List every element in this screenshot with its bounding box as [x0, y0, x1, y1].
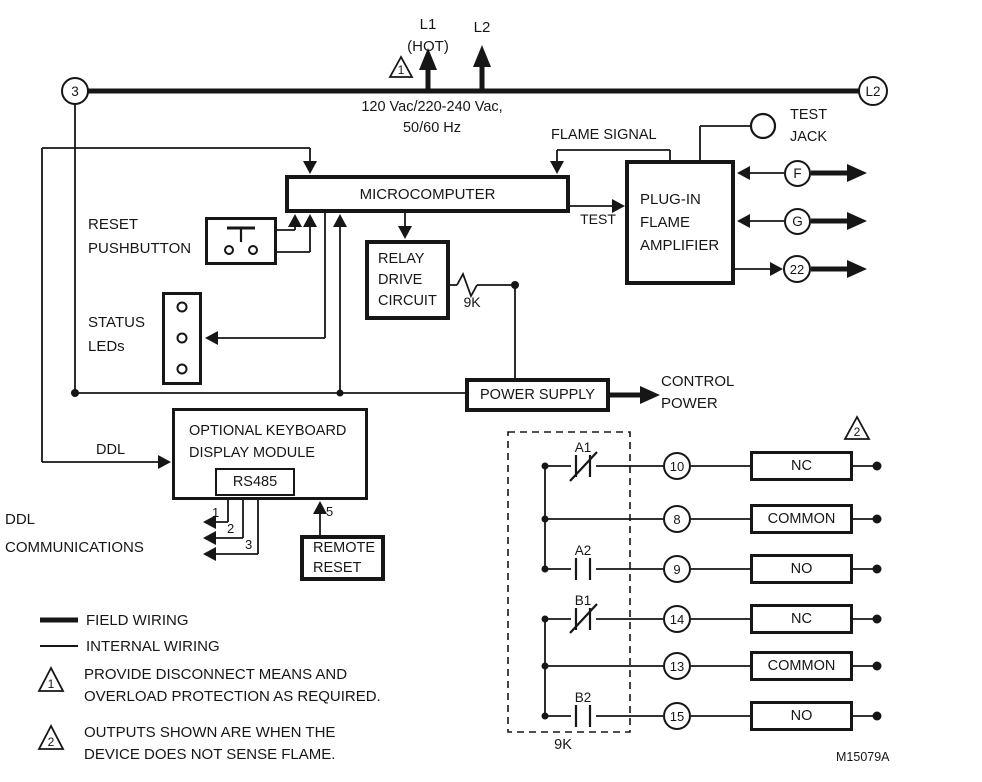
relay-drive-label-line1: RELAY [378, 250, 425, 267]
terminal-14: 14 [663, 605, 691, 633]
note2-triangle-number: 2 [854, 425, 861, 439]
voltage-label-line2: 50/60 Hz [402, 120, 462, 136]
module-pin-wires [216, 496, 321, 555]
terminal-end-dots [872, 461, 882, 721]
rs485-box: RS485 [215, 468, 295, 496]
test-label: TEST [580, 211, 616, 227]
reset-pushbutton-label-line2: PUSHBUTTON [88, 240, 192, 257]
output-box-no-2: NO [750, 701, 853, 731]
terminal-8: 8 [663, 505, 691, 533]
contact-b1-label: B1 [574, 593, 592, 608]
control-power-label-line2: POWER [661, 395, 718, 412]
reset-pushbutton-box [205, 217, 277, 265]
test-jack-label-line2: JACK [790, 129, 828, 145]
note1-triangle-number: 1 [398, 63, 405, 77]
power-supply-box: POWER SUPPLY [465, 378, 610, 412]
legend-note2-triangle-number: 2 [48, 735, 55, 749]
status-leds-label-line1: STATUS [88, 314, 145, 331]
module-label-line1: OPTIONAL KEYBOARD [189, 423, 347, 439]
ddl-label: DDL [96, 442, 126, 458]
module-pin-arrowheads [203, 501, 327, 561]
note-triangle-outlines [37, 55, 871, 750]
l1-hot-label: (HOT) [407, 38, 449, 55]
relay-drive-label-line3: CIRCUIT [378, 292, 437, 309]
terminal-10: 10 [663, 452, 691, 480]
flame-amplifier-box: PLUG-IN FLAME AMPLIFIER [625, 160, 735, 285]
terminal-13: 13 [663, 652, 691, 680]
terminal-9: 9 [663, 555, 691, 583]
output-box-common-2: COMMON [750, 651, 853, 681]
contacts-dashed-box [507, 431, 631, 733]
field-wiring-arrowheads [419, 45, 867, 404]
legend-internal-wiring-label: INTERNAL WIRING [86, 638, 220, 655]
output-box-nc-1: NC [750, 451, 853, 481]
reset-pushbutton-label-line1: RESET [88, 216, 139, 233]
legend-note2-line1: OUTPUTS SHOWN ARE WHEN THE [84, 724, 336, 741]
legend-field-wiring-label: FIELD WIRING [86, 612, 189, 629]
relay-drive-label-line2: DRIVE [378, 271, 423, 288]
flame-signal-label: FLAME SIGNAL [551, 127, 657, 143]
output-box-no-1: NO [750, 554, 853, 584]
output-box-common-1: COMMON [750, 504, 853, 534]
legend-note1-triangle-number: 1 [48, 677, 55, 691]
internal-arrowheads [158, 161, 783, 469]
flame-amplifier-label-line3: AMPLIFIER [640, 237, 720, 254]
contact-a2-label: A2 [574, 543, 592, 558]
relay-drive-box: RELAY DRIVE CIRCUIT [365, 240, 450, 320]
module-label-line2: DISPLAY MODULE [189, 445, 315, 461]
terminal-22: 22 [783, 255, 811, 283]
contact-junction-dots [541, 462, 549, 720]
test-jack-label-line1: TEST [790, 107, 828, 123]
microcomputer-box: MICROCOMPUTER [285, 175, 570, 213]
contact-wires [544, 465, 873, 717]
terminal-f: F [784, 160, 811, 187]
status-led-circles [176, 301, 188, 375]
remote-reset-label-line2: RESET [313, 560, 362, 576]
pin-2-label: 2 [227, 521, 235, 536]
contact-symbols [569, 451, 598, 727]
legend-note1-line2: OVERLOAD PROTECTION AS REQUIRED. [84, 688, 381, 705]
contact-b2-label: B2 [574, 690, 592, 705]
legend-note1-line1: PROVIDE DISCONNECT MEANS AND [84, 666, 348, 683]
junction-dots [71, 281, 519, 397]
resistor-9k-label: 9K [463, 294, 481, 310]
pushbutton-symbol [224, 226, 258, 255]
test-jack-circle [749, 112, 777, 140]
flame-amplifier-label-line1: PLUG-IN [640, 191, 701, 208]
voltage-label-line1: 120 Vac/220-240 Vac, [361, 99, 503, 115]
pin-1-label: 1 [212, 505, 220, 520]
remote-reset-label-line1: REMOTE [313, 540, 376, 556]
legend-note2-line2: DEVICE DOES NOT SENSE FLAME. [84, 746, 336, 763]
status-leds-label-line2: LEDs [88, 338, 125, 355]
l1-label: L1 [419, 16, 437, 33]
terminal-g: G [784, 208, 811, 235]
control-power-label-line1: CONTROL [661, 373, 735, 390]
ddl-communications-label-line1: DDL [5, 511, 36, 528]
remote-reset-box: REMOTE RESET [300, 535, 385, 581]
internal-wiring-lines [41, 104, 784, 463]
pin-5-label: 5 [326, 504, 334, 519]
flame-amplifier-label-line2: FLAME [640, 214, 691, 231]
terminal-l2: L2 [858, 76, 888, 106]
l2-label: L2 [473, 19, 491, 36]
terminal-15: 15 [663, 702, 691, 730]
power-bus-lines [40, 67, 859, 623]
drawing-number: M15079A [836, 750, 890, 764]
terminal-3: 3 [61, 77, 89, 105]
output-box-nc-2: NC [750, 604, 853, 634]
ddl-communications-label-line2: COMMUNICATIONS [5, 539, 144, 556]
contact-a1-label: A1 [574, 440, 592, 455]
contacts-9k-label: 9K [554, 737, 572, 753]
pin-3-label: 3 [245, 537, 253, 552]
status-leds-box [162, 292, 202, 385]
